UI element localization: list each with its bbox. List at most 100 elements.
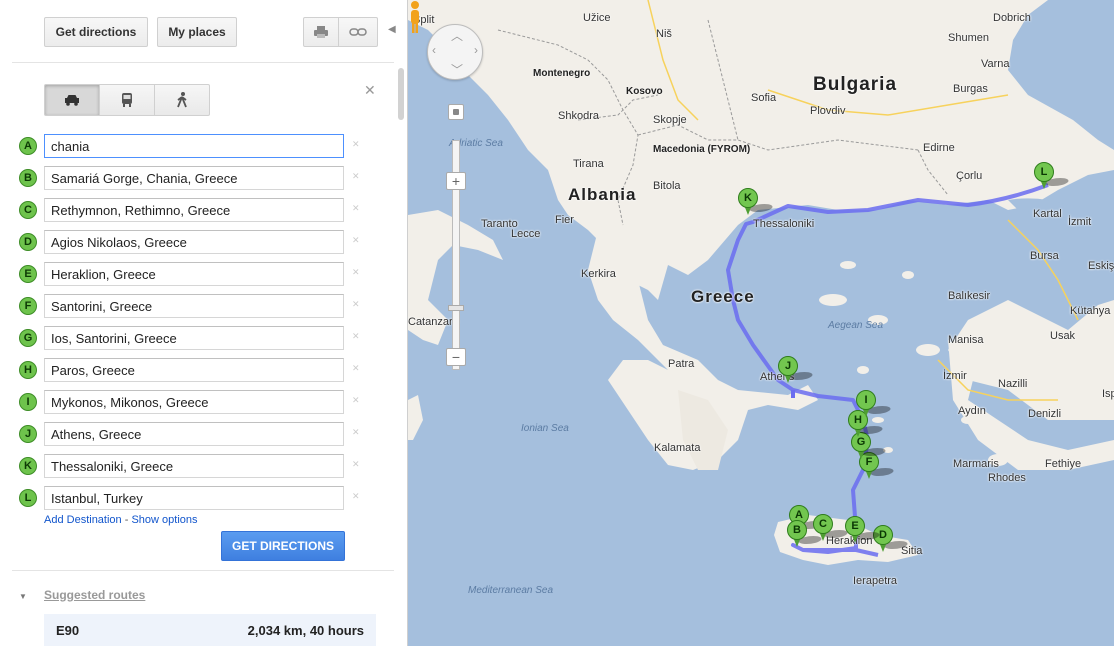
scrollbar-thumb[interactable] — [398, 68, 404, 120]
city-label: Eskişehir — [1088, 260, 1114, 272]
get-directions-tab[interactable]: Get directions — [44, 17, 148, 47]
city-label: Çorlu — [956, 170, 983, 182]
triangle-down-icon[interactable]: ▼ — [19, 592, 27, 601]
city-label: Balıkesir — [948, 290, 991, 302]
add-destination-link[interactable]: Add Destination — [44, 514, 122, 526]
remove-waypoint-icon[interactable]: ✕ — [352, 299, 360, 309]
mode-transit[interactable] — [99, 84, 155, 116]
suggested-route-item[interactable]: E90 2,034 km, 40 hours — [44, 614, 376, 646]
map-marker-pin[interactable]: J — [778, 356, 816, 384]
zoom-out-button[interactable]: − — [446, 348, 466, 366]
waypoint-marker-icon: K — [19, 457, 37, 475]
city-label: Ierapetra — [853, 575, 898, 587]
waypoint-input[interactable]: Thessaloniki, Greece — [44, 454, 344, 478]
remove-waypoint-icon[interactable]: ✕ — [352, 331, 360, 341]
map-marker-pin[interactable]: I — [856, 390, 894, 418]
remove-waypoint-icon[interactable]: ✕ — [352, 395, 360, 405]
get-directions-button[interactable]: GET DIRECTIONS — [221, 531, 345, 561]
city-label: Bitola — [653, 180, 681, 192]
pegman-icon[interactable] — [408, 0, 422, 34]
city-label: Užice — [583, 12, 611, 24]
waypoint-input[interactable]: Mykonos, Mikonos, Greece — [44, 390, 344, 414]
remove-waypoint-icon[interactable]: ✕ — [352, 491, 360, 501]
pan-up-icon[interactable]: ︿ — [451, 29, 464, 43]
city-label: Thessaloniki — [753, 218, 815, 230]
link-button[interactable] — [338, 17, 378, 47]
map-marker-pin[interactable]: K — [738, 188, 776, 216]
waypoint-marker-icon: J — [19, 425, 37, 443]
print-button[interactable] — [303, 17, 339, 47]
show-options-link[interactable]: Show options — [131, 514, 198, 526]
pan-down-icon[interactable]: ﹀ — [451, 63, 464, 77]
marker-tail — [819, 531, 827, 541]
pan-right-icon[interactable]: › — [474, 43, 478, 57]
zoom-slider-handle[interactable] — [448, 305, 464, 311]
city-label: Shkodra — [558, 110, 599, 122]
marker-head-icon: K — [738, 188, 758, 208]
zoom-in-button[interactable]: + — [446, 172, 466, 190]
walk-icon — [177, 92, 187, 108]
add-destination-links: Add Destination - Show options — [44, 514, 198, 526]
marker-tail — [744, 205, 752, 215]
waypoint-input[interactable]: Agios Nikolaos, Greece — [44, 230, 344, 254]
city-label: Kütahya — [1070, 305, 1111, 317]
marker-head-icon: D — [873, 525, 893, 545]
route-summary: 2,034 km, 40 hours — [247, 622, 364, 638]
remove-waypoint-icon[interactable]: ✕ — [352, 363, 360, 373]
remove-waypoint-icon[interactable]: ✕ — [352, 427, 360, 437]
city-label: Nazilli — [998, 378, 1028, 390]
waypoint-input[interactable]: Santorini, Greece — [44, 294, 344, 318]
collapse-panel-icon[interactable]: ◀ — [388, 24, 396, 35]
my-places-tab[interactable]: My places — [157, 17, 237, 47]
divider — [12, 570, 394, 571]
region-label: Kosovo — [626, 86, 663, 97]
waypoint-input[interactable]: Athens, Greece — [44, 422, 344, 446]
map-marker-pin[interactable]: L — [1034, 162, 1072, 190]
sea-label: Adriatic Sea — [449, 138, 503, 149]
remove-waypoint-icon[interactable]: ✕ — [352, 459, 360, 469]
city-label: Bursa — [1030, 250, 1059, 262]
region-label: Montenegro — [533, 68, 591, 79]
city-label: Kartal — [1033, 208, 1062, 220]
waypoint-row: J Athens, Greece ✕ — [19, 422, 364, 448]
city-label: Edirne — [923, 142, 955, 154]
waypoint-input[interactable]: Samariá Gorge, Chania, Greece — [44, 166, 344, 190]
link-separator: - — [121, 514, 132, 526]
suggested-routes-label[interactable]: Suggested routes — [44, 588, 146, 602]
remove-waypoint-icon[interactable]: ✕ — [352, 235, 360, 245]
waypoint-input[interactable]: chania — [44, 134, 344, 158]
map-marker-pin[interactable]: D — [873, 525, 911, 553]
remove-waypoint-icon[interactable]: ✕ — [352, 267, 360, 277]
marker-head-icon: J — [778, 356, 798, 376]
waypoint-input[interactable]: Ios, Santorini, Greece — [44, 326, 344, 350]
waypoint-input[interactable]: Rethymnon, Rethimno, Greece — [44, 198, 344, 222]
waypoint-row: K Thessaloniki, Greece ✕ — [19, 454, 364, 480]
pan-control[interactable]: ︿ ﹀ ‹ › — [427, 24, 483, 80]
waypoint-input[interactable]: Istanbul, Turkey — [44, 486, 344, 510]
waypoint-marker-icon: B — [19, 169, 37, 187]
waypoint-input[interactable]: Paros, Greece — [44, 358, 344, 382]
zoom-slider-track[interactable] — [452, 140, 460, 370]
pan-left-icon[interactable]: ‹ — [432, 43, 436, 57]
country-label: Albania — [568, 185, 637, 204]
close-directions-icon[interactable]: ✕ — [364, 82, 376, 98]
mode-driving[interactable] — [44, 84, 100, 116]
mode-walking[interactable] — [154, 84, 210, 116]
waypoint-input[interactable]: Heraklion, Greece — [44, 262, 344, 286]
sea-label: Aegean Sea — [828, 320, 884, 331]
city-label: Aydın — [958, 405, 986, 417]
map-marker-pin[interactable]: G — [851, 432, 889, 460]
marker-head-icon: C — [813, 514, 833, 534]
map-marker-pin[interactable]: E — [845, 516, 883, 544]
city-label: Sitia — [901, 545, 923, 557]
map-marker-pin[interactable]: C — [813, 514, 851, 542]
remove-waypoint-icon[interactable]: ✕ — [352, 139, 360, 149]
car-icon — [65, 95, 79, 106]
remove-waypoint-icon[interactable]: ✕ — [352, 171, 360, 181]
map-marker-pin[interactable]: B — [787, 520, 825, 548]
remove-waypoint-icon[interactable]: ✕ — [352, 203, 360, 213]
city-label: Manisa — [948, 334, 984, 346]
